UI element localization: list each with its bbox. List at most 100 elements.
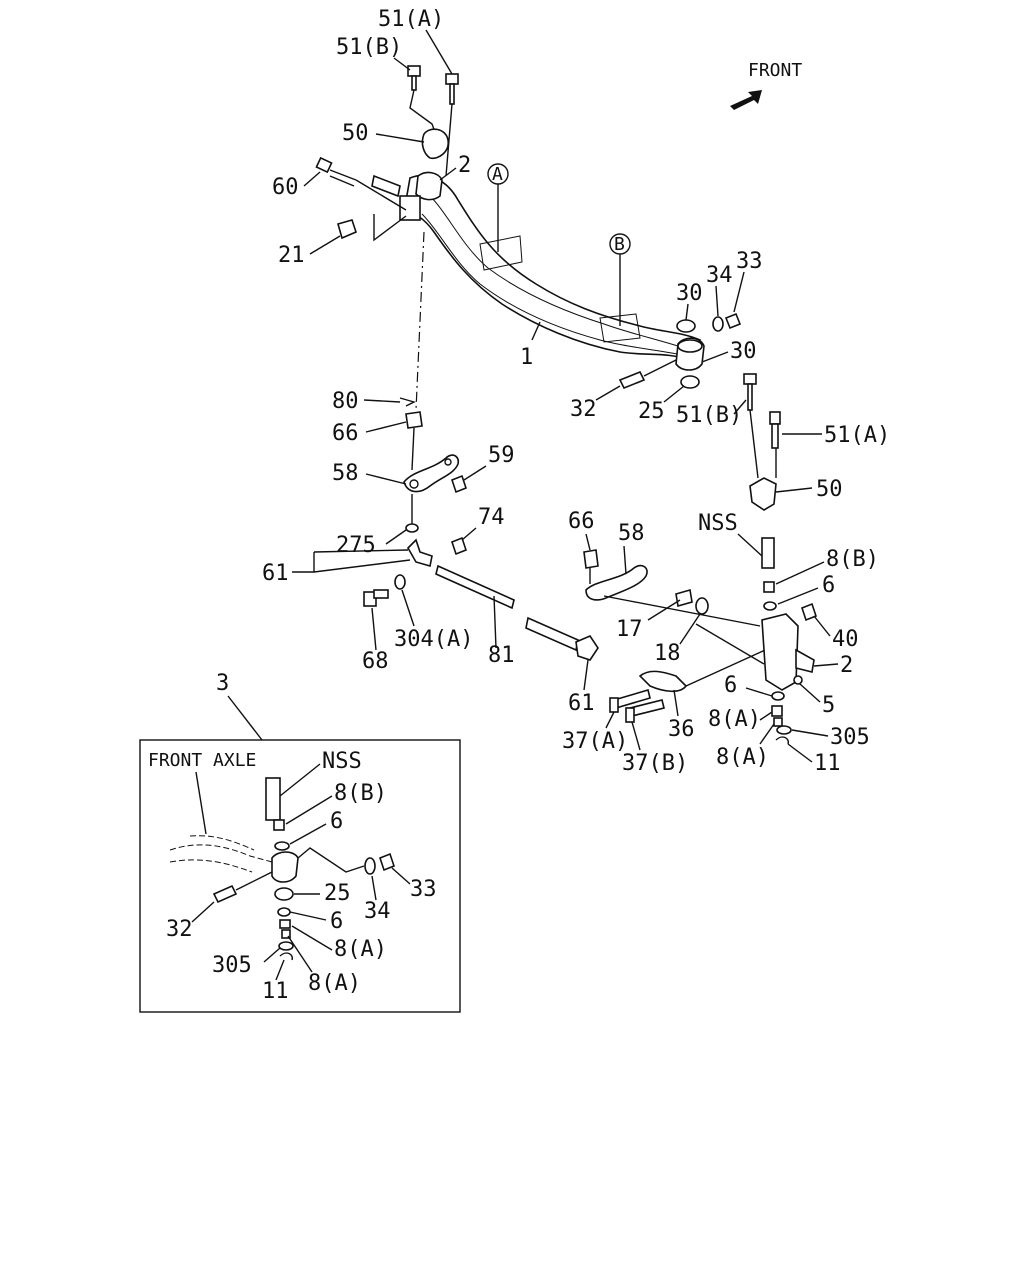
tie-rod-end-61-mid [575, 635, 599, 661]
callout-68: 68 [362, 649, 389, 674]
tie-rod-end-61-left [407, 538, 433, 568]
bushing-8b-right [763, 581, 775, 593]
callout-37b: 37(B) [622, 751, 688, 776]
callout-40: 40 [832, 627, 859, 652]
callout-51a-right: 51(A) [824, 423, 890, 448]
steering-knuckle-right [761, 613, 815, 691]
nut-59 [451, 474, 467, 494]
callout-33: 33 [736, 249, 763, 274]
nut-74 [451, 536, 467, 556]
callout-5: 5 [822, 693, 835, 718]
callout-30a: 30 [676, 281, 703, 306]
callout-275: 275 [336, 533, 376, 558]
callout-11-right: 11 [814, 751, 841, 776]
inset-bushing-8a-2 [281, 929, 291, 939]
callout-6-right-top: 6 [822, 573, 835, 598]
inset-bushing-8b [273, 819, 285, 831]
front-direction-indicator: FRONT [730, 60, 802, 110]
marker-a-label: A [492, 164, 503, 185]
callout-80: 80 [332, 389, 359, 414]
inset-callout-8a-1: 8(A) [334, 937, 387, 962]
castle-nut-66-mid [583, 549, 599, 569]
left-stopper-block [421, 128, 449, 160]
callout-37a: 37(A) [562, 729, 628, 754]
callout-58-mid: 58 [618, 521, 645, 546]
inset-lock-pin-32 [212, 884, 238, 904]
right-kingpin-boss [675, 337, 705, 371]
callout-1: 1 [520, 345, 533, 370]
left-long-bolt [315, 156, 357, 187]
callout-51b-right: 51(B) [676, 403, 742, 428]
callout-32: 32 [570, 397, 597, 422]
callout-58-left: 58 [332, 461, 359, 486]
callout-61-left: 61 [262, 561, 289, 586]
callout-36: 36 [668, 717, 695, 742]
grease-nipple [337, 219, 357, 240]
inset-callout-8a-2: 8(A) [308, 971, 361, 996]
inset-kingpin-boss [271, 851, 299, 883]
right-top-washers [676, 312, 742, 333]
marker-b: B [609, 233, 631, 326]
washer-6-right-top [763, 601, 777, 611]
washer-6-right-bottom [771, 691, 785, 701]
callout-30b: 30 [730, 339, 757, 364]
right-lock-pin [618, 370, 646, 390]
callout-60: 60 [272, 175, 299, 200]
inset-washer-6-top [274, 841, 290, 851]
callout-81: 81 [488, 643, 515, 668]
washer-304a [394, 574, 406, 590]
callout-50-top: 50 [342, 121, 369, 146]
inset-callout-305: 305 [212, 953, 252, 978]
left-top-bolts [407, 65, 459, 177]
bushings-8a-right [771, 705, 783, 727]
inset-washer-6-bottom [277, 907, 291, 917]
inset-callout-6-bottom: 6 [330, 909, 343, 934]
callout-8a-right-2: 8(A) [716, 745, 769, 770]
inset-kingpin [265, 777, 281, 821]
callout-2-top: 2 [458, 153, 471, 178]
marker-b-label: B [614, 234, 625, 255]
inset-callout-32: 32 [166, 917, 193, 942]
inset-bushing-8a-1 [279, 919, 291, 929]
callout-34: 34 [706, 263, 733, 288]
callout-305-right: 305 [830, 725, 870, 750]
left-kingpin-knuckle [371, 171, 443, 221]
cotter-pin-80 [399, 397, 416, 407]
callout-nss-right: NSS [698, 511, 738, 536]
callout-61-mid: 61 [568, 691, 595, 716]
callout-51b-top: 51(B) [336, 35, 402, 60]
right-lower-washer [680, 375, 700, 389]
right-bolts [743, 373, 781, 479]
nut-40 [801, 602, 817, 622]
knuckle-arm-58-left [403, 454, 460, 493]
knuckle-arm-36 [638, 670, 688, 693]
axle-beam [403, 174, 702, 361]
bolt-68 [363, 589, 389, 607]
bushing-17 [675, 588, 693, 608]
inset-washer-34 [364, 857, 376, 875]
bolts-37 [609, 688, 665, 723]
callout-6-right-bottom: 6 [724, 673, 737, 698]
callout-8b-right: 8(B) [826, 547, 879, 572]
callout-50-right: 50 [816, 477, 843, 502]
callout-2-right: 2 [840, 653, 853, 678]
callout-66-mid: 66 [568, 509, 595, 534]
inset-callout-33: 33 [410, 877, 437, 902]
callout-304a: 304(A) [394, 627, 473, 652]
inset-snap-ring-11 [279, 952, 293, 961]
callout-59: 59 [488, 443, 515, 468]
washer-275 [405, 523, 419, 533]
callout-3: 3 [216, 671, 229, 696]
inset-seal-305 [278, 941, 294, 951]
inset-callout-nss: NSS [322, 749, 362, 774]
inset-callout-8b: 8(B) [334, 781, 387, 806]
callout-51a-top: 51(A) [378, 7, 444, 32]
inset-callout-6-top: 6 [330, 809, 343, 834]
inset-title: FRONT AXLE [148, 750, 256, 771]
marker-a: A [487, 163, 509, 252]
callout-17: 17 [616, 617, 643, 642]
callout-18: 18 [654, 641, 681, 666]
inset-washer-25 [274, 887, 294, 901]
callout-66-left: 66 [332, 421, 359, 446]
